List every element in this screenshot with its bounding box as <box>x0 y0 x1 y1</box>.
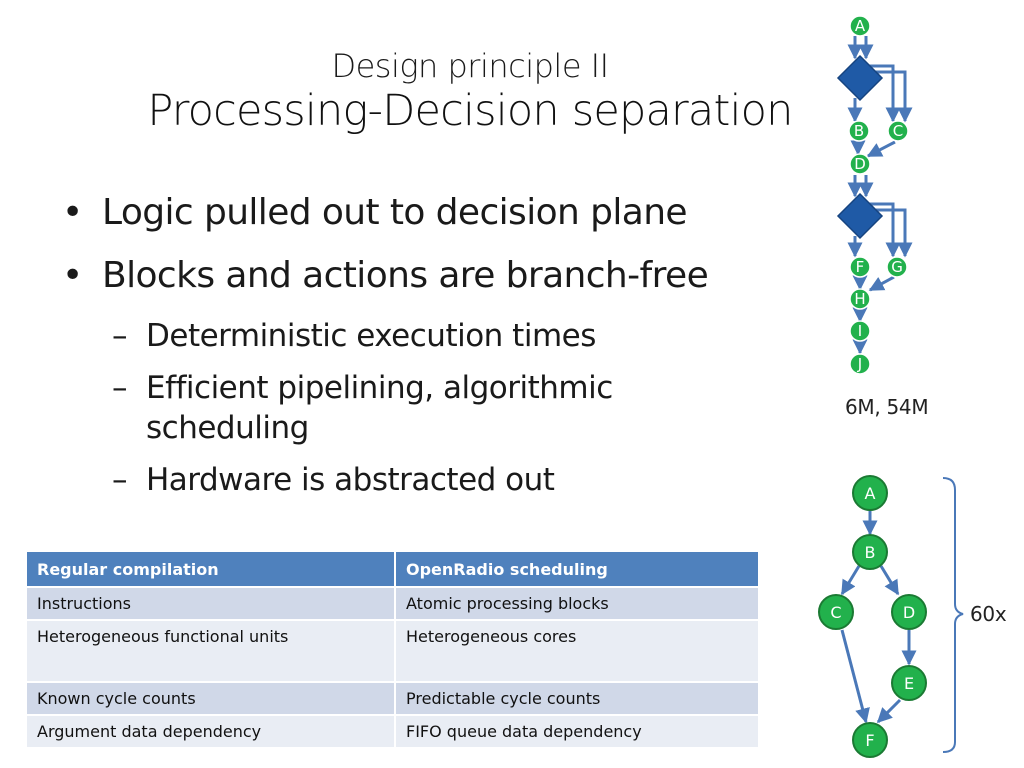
decision-diamond-icon <box>836 192 884 240</box>
node-label: H <box>854 290 865 308</box>
comparison-table: Regular compilation OpenRadio scheduling… <box>27 552 760 747</box>
top-node: G <box>886 256 908 278</box>
flow-arrow <box>866 140 896 158</box>
node-label: E <box>904 674 914 693</box>
top-diagram-caption: 6M, 54M <box>845 395 929 419</box>
decision-diamond-icon <box>836 54 884 102</box>
sub-bullet-text: Hardware is abstracted out <box>146 462 555 498</box>
flow-arrow <box>840 565 861 596</box>
node-label: B <box>865 543 876 562</box>
sub-bullet-text: Efficient pipelining, algorithmic schedu… <box>146 370 613 446</box>
bottom-node: E <box>891 665 927 701</box>
flow-arrow <box>862 64 901 123</box>
slide-title-block: Design principle II Processing-Decision … <box>120 46 820 136</box>
node-label: F <box>856 258 865 276</box>
node-label: J <box>857 355 862 373</box>
bottom-node: B <box>852 534 888 570</box>
table-cell: FIFO queue data dependency <box>395 714 760 747</box>
bullet-dot-icon: • <box>62 255 83 296</box>
table-cell: Known cycle counts <box>27 681 396 715</box>
top-node: H <box>849 288 871 310</box>
table-cell: Predictable cycle counts <box>395 681 760 715</box>
flow-arrow <box>876 698 902 724</box>
node-label: I <box>858 322 862 340</box>
bottom-node: C <box>818 594 854 630</box>
top-node: J <box>849 353 871 375</box>
table-cell: Heterogeneous functional units <box>27 619 396 682</box>
dash-bullet-icon: – <box>112 462 128 498</box>
top-node: F <box>849 256 871 278</box>
bottom-node: D <box>891 594 927 630</box>
bottom-node: A <box>852 475 888 511</box>
flow-arrow <box>879 565 900 596</box>
bullet-item: • Logic pulled out to decision plane <box>62 190 782 236</box>
table-header-cell: Regular compilation <box>27 552 396 587</box>
table-row: Argument data dependency FIFO queue data… <box>27 714 760 747</box>
bottom-node: F <box>852 722 888 758</box>
flow-arrow <box>862 202 901 258</box>
node-label: A <box>865 484 876 503</box>
node-label: F <box>865 731 874 750</box>
node-label: D <box>903 603 915 622</box>
bullet-text: Logic pulled out to decision plane <box>102 192 688 233</box>
sub-bullet-item: – Efficient pipelining, algorithmic sche… <box>62 368 706 448</box>
table-cell: Atomic processing blocks <box>395 586 760 620</box>
table-header-row: Regular compilation OpenRadio scheduling <box>27 552 760 587</box>
bottom-flow-diagram <box>840 510 917 724</box>
table-cell: Argument data dependency <box>27 714 396 747</box>
dash-bullet-icon: – <box>112 318 128 354</box>
bracket-label: 60x <box>970 602 1007 626</box>
sub-bullet-text: Deterministic execution times <box>146 318 596 354</box>
bullet-text: Blocks and actions are branch-free <box>102 255 709 296</box>
sub-bullet-item: – Hardware is abstracted out <box>62 460 782 500</box>
node-label: C <box>893 122 903 140</box>
bullet-item: • Blocks and actions are branch-free <box>62 253 782 299</box>
sub-bullet-item: – Deterministic execution times <box>62 316 782 356</box>
node-label: B <box>854 122 864 140</box>
top-node: B <box>848 120 870 142</box>
table-cell: Instructions <box>27 586 396 620</box>
flow-arrow <box>868 275 895 292</box>
table-header-cell: OpenRadio scheduling <box>395 552 760 587</box>
bullet-dot-icon: • <box>62 192 83 233</box>
flow-arrow <box>840 629 870 724</box>
node-label: A <box>855 17 866 35</box>
top-node: C <box>887 120 909 142</box>
table-row: Known cycle counts Predictable cycle cou… <box>27 681 760 715</box>
table-cell: Heterogeneous cores <box>395 619 760 682</box>
table-row: Heterogeneous functional units Heterogen… <box>27 619 760 682</box>
node-label: C <box>830 603 841 622</box>
node-label: G <box>891 258 903 276</box>
top-node: D <box>849 153 871 175</box>
top-node: I <box>849 320 871 342</box>
table-row: Instructions Atomic processing blocks <box>27 586 760 620</box>
bullet-list: • Logic pulled out to decision plane • B… <box>62 190 782 512</box>
top-node: A <box>849 15 871 37</box>
bracket-icon <box>942 477 964 753</box>
node-label: D <box>854 155 866 173</box>
slide-subtitle: Design principle II <box>331 47 609 85</box>
slide-title: Processing-Decision separation <box>147 86 793 136</box>
dash-bullet-icon: – <box>112 370 128 406</box>
